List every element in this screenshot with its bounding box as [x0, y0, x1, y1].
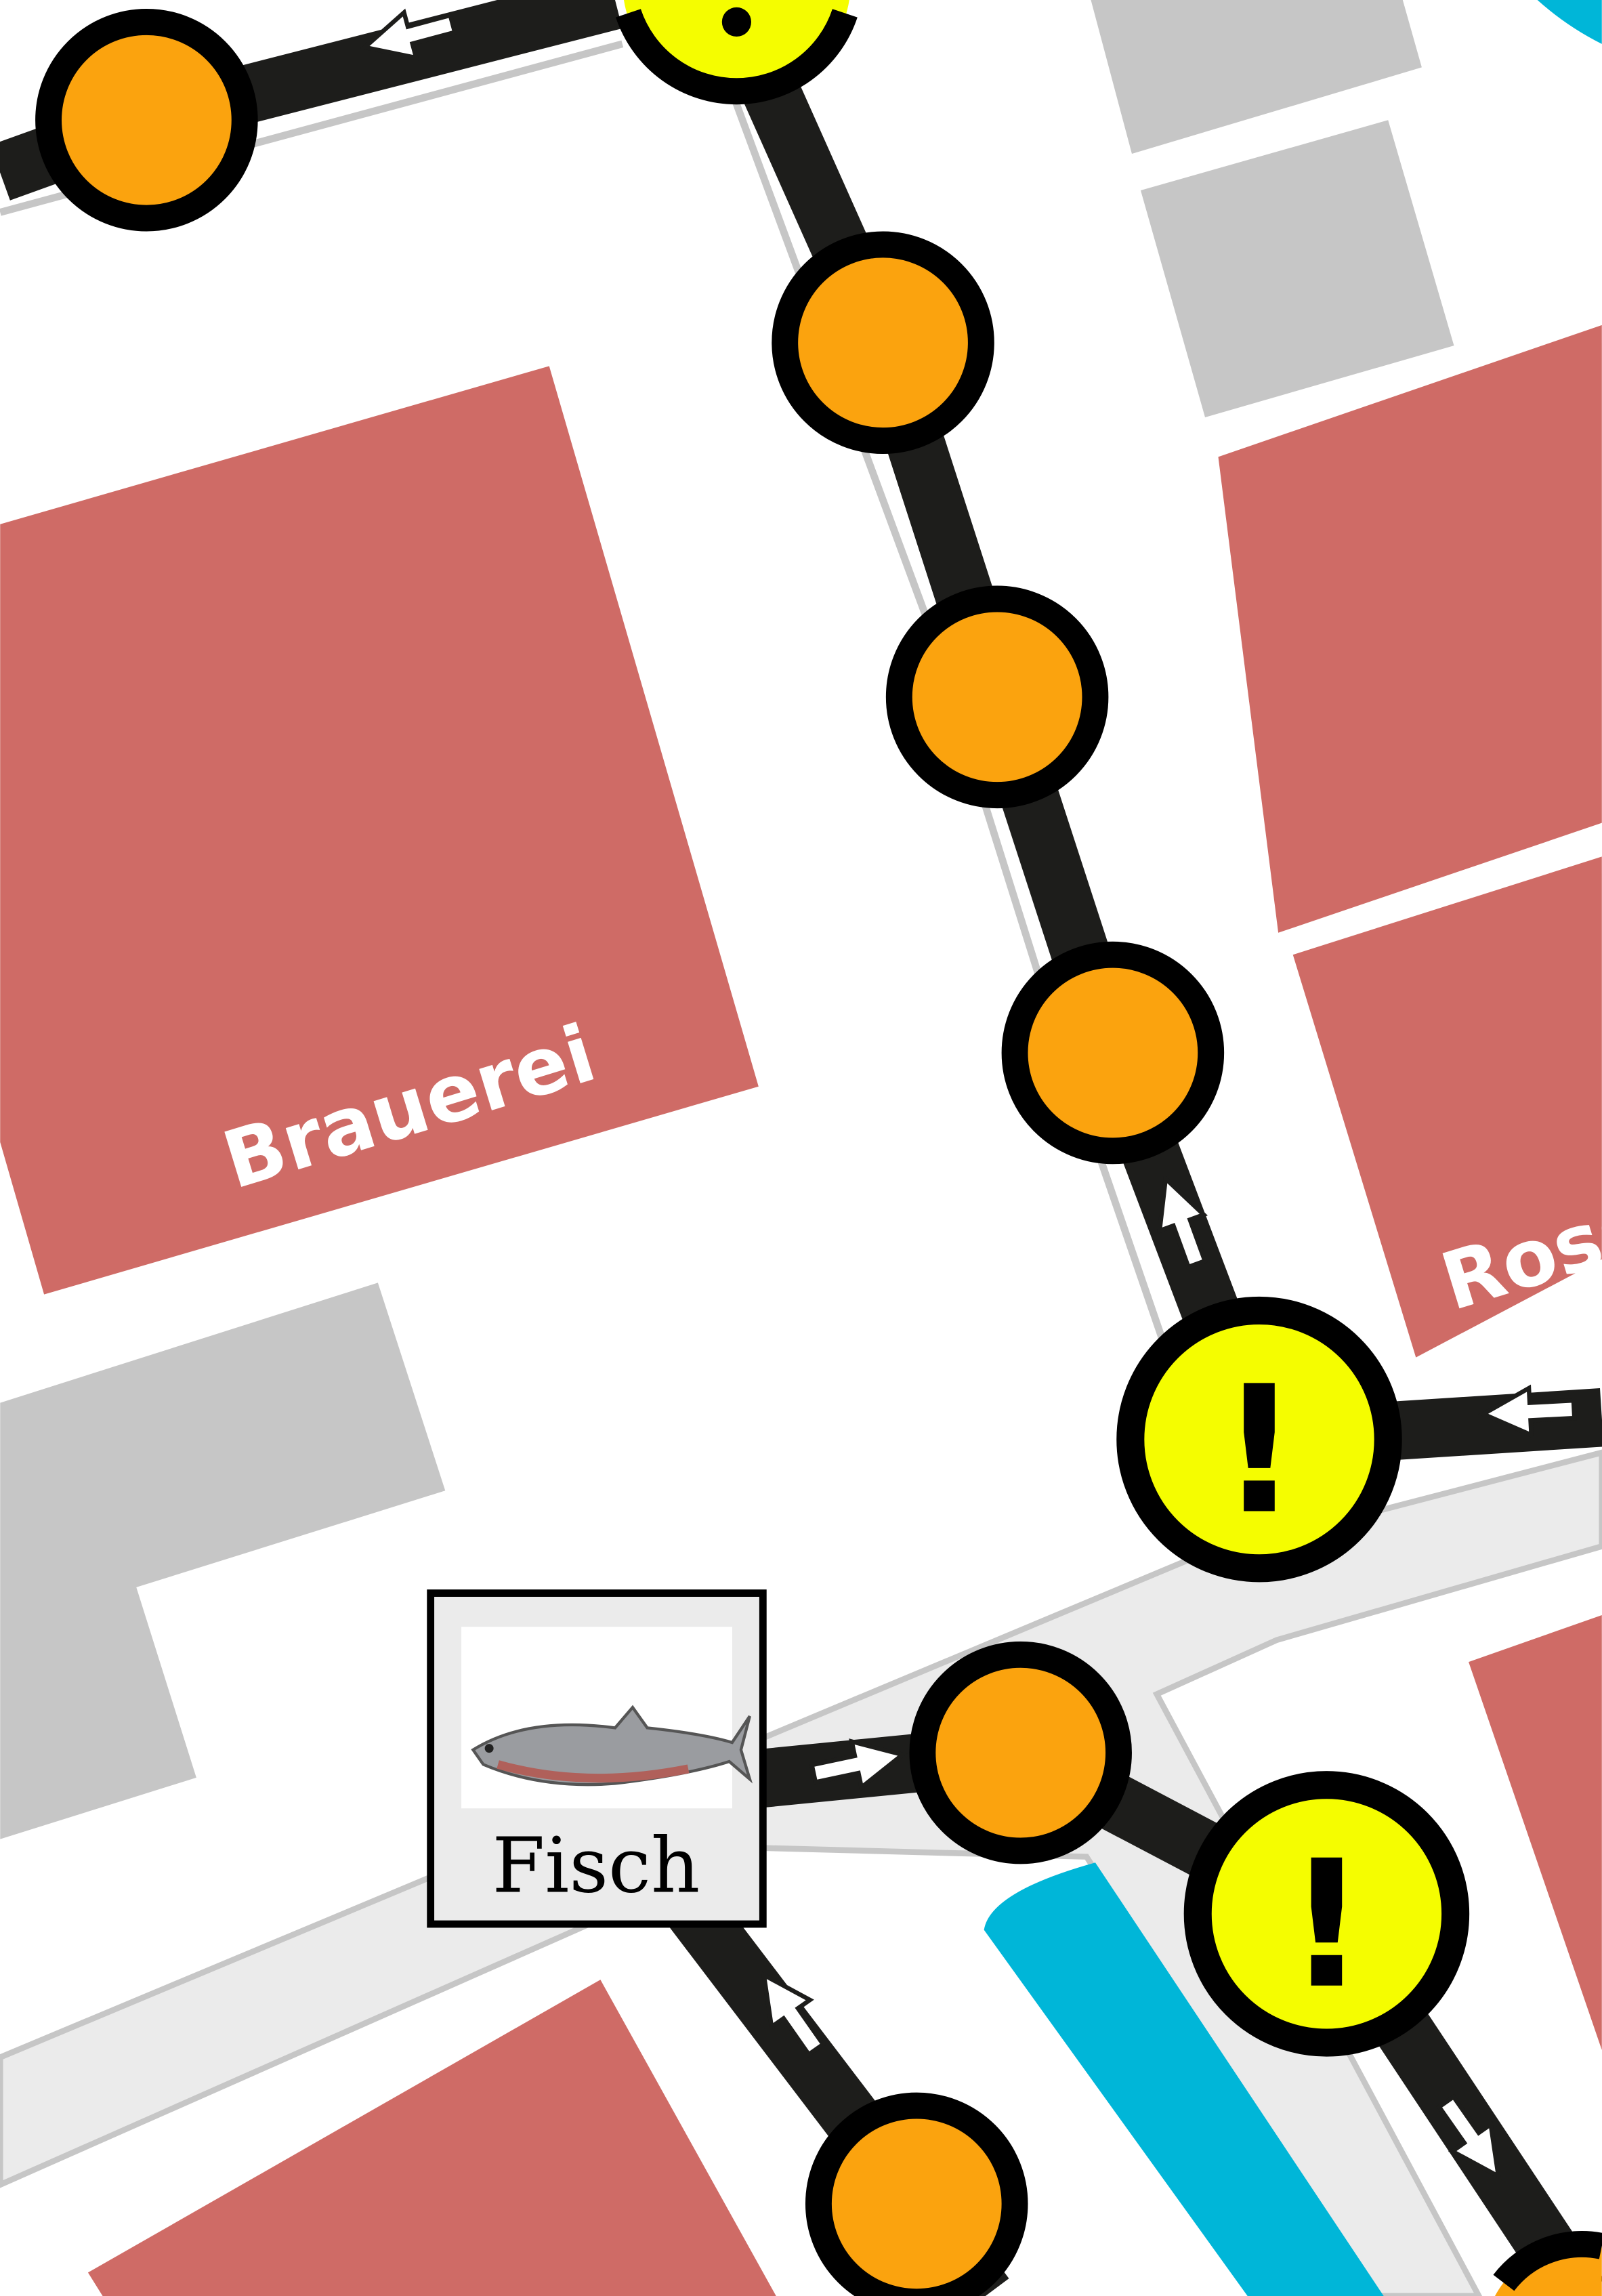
- event-field[interactable]: !: [1116, 1296, 1402, 1583]
- building: [87, 1980, 776, 2296]
- arrow-up-left-icon: [761, 1971, 826, 2058]
- river: [1537, 0, 1602, 44]
- gray-building: [0, 1282, 446, 1839]
- board-field-ring: [1493, 2231, 1602, 2291]
- board-field[interactable]: [772, 231, 994, 455]
- building: [1469, 1614, 1602, 2050]
- event-field[interactable]: [616, 0, 858, 105]
- event-field-circle: [1116, 1296, 1402, 1583]
- fish-icon: [471, 1705, 753, 1787]
- event-field[interactable]: !: [1183, 1771, 1470, 2057]
- arrow-left-icon: [360, 8, 458, 61]
- board-field[interactable]: [1493, 2231, 1602, 2296]
- card-label: Fisch: [492, 1821, 700, 1910]
- exclamation-icon: !: [1286, 1823, 1366, 2028]
- building-ross: [1292, 856, 1602, 1358]
- board-field[interactable]: [35, 8, 258, 232]
- board-field[interactable]: [1001, 941, 1225, 1165]
- board-field[interactable]: [805, 2092, 1028, 2296]
- river: [984, 1862, 1384, 2296]
- building: [1218, 325, 1602, 933]
- event-field-circle: [1183, 1771, 1470, 2057]
- board-field[interactable]: [885, 585, 1109, 809]
- arrow-down-right-icon: [1436, 2093, 1502, 2181]
- gray-building: [1140, 120, 1454, 417]
- arrow-right-icon: [809, 1738, 908, 1792]
- building-brauerei: [0, 366, 759, 1295]
- arrow-left-icon: [1478, 1384, 1577, 1439]
- board-field[interactable]: [909, 1641, 1132, 1864]
- gray-building: [1091, 0, 1422, 154]
- exclamation-dot-icon: [721, 7, 752, 37]
- event-field-ring: [616, 9, 858, 105]
- item-card-fisch[interactable]: Fisch: [427, 1589, 767, 1928]
- arrow-up-icon: [1157, 1173, 1208, 1270]
- exclamation-icon: !: [1219, 1349, 1299, 1553]
